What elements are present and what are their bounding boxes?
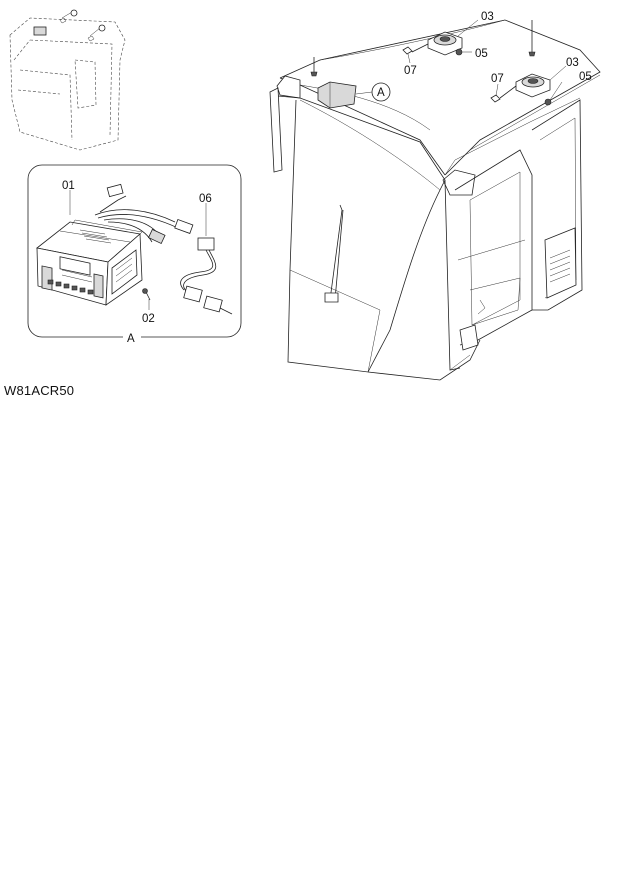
label-05-left: 05 bbox=[475, 48, 488, 60]
roof-light-right bbox=[442, 169, 476, 196]
label-02: 02 bbox=[142, 313, 155, 325]
drawing-code: W81ACR50 bbox=[4, 383, 75, 398]
screw-right bbox=[544, 98, 552, 106]
radio-vents bbox=[79, 229, 112, 244]
detail-view-label: A bbox=[127, 333, 135, 345]
connector-top bbox=[106, 183, 124, 198]
radio-location-marker bbox=[33, 26, 47, 36]
screw-02-shape bbox=[145, 291, 151, 301]
label-01: 01 bbox=[62, 180, 75, 192]
harness-connector-lower bbox=[183, 285, 203, 303]
clip-right bbox=[490, 94, 501, 103]
label-03-left: 03 bbox=[481, 11, 494, 23]
radio-housing bbox=[317, 81, 357, 109]
callout-a-label: A bbox=[377, 87, 385, 99]
radio-buttons bbox=[47, 279, 94, 295]
overview-thumbnail bbox=[9, 9, 126, 151]
label-07-left: 07 bbox=[404, 65, 417, 77]
label-05-right: 05 bbox=[579, 71, 592, 83]
clip-left bbox=[402, 46, 413, 55]
label-06: 06 bbox=[199, 193, 212, 205]
speaker-right bbox=[490, 73, 552, 106]
label-03-right: 03 bbox=[566, 57, 579, 69]
speaker-left bbox=[402, 31, 463, 56]
cab-assembly: A 03 05 07 03 05 07 bbox=[269, 11, 601, 381]
connector-mid bbox=[174, 218, 194, 234]
rear-vent-panel bbox=[544, 227, 577, 299]
radio-knob-left bbox=[41, 265, 53, 291]
radio-display bbox=[59, 256, 91, 276]
screw-left bbox=[455, 48, 463, 56]
harness-connector-06 bbox=[197, 237, 215, 251]
label-07-right: 07 bbox=[491, 73, 504, 85]
detail-view-a: 01 06 02 A bbox=[27, 164, 242, 345]
roof-light-left bbox=[276, 75, 301, 99]
